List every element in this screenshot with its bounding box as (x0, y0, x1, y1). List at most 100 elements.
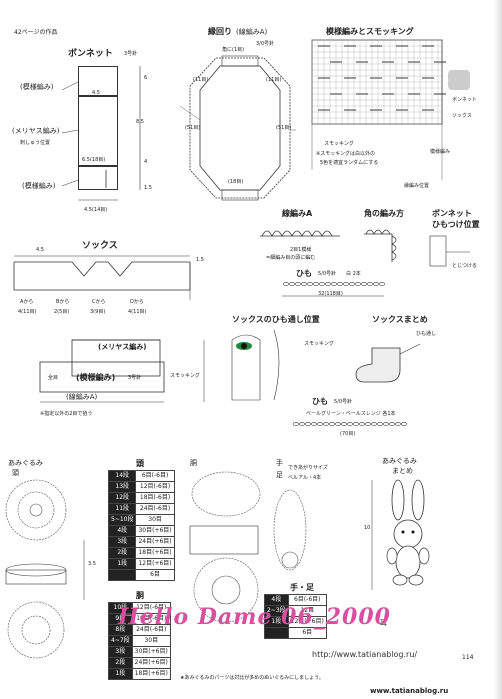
corner-title: 角の編み方 (364, 209, 404, 218)
bonnet-dim-h: 1.5 (144, 185, 152, 191)
amigurumi-sub: 頭 (12, 469, 19, 477)
body-label: 胴 (190, 459, 197, 467)
edging-note3-right: (51目) (276, 125, 292, 131)
socks-stitch-d: Dから (130, 299, 144, 305)
smocking-desc2: 5色を適宜ランダムにする (320, 160, 379, 166)
bonnet-pattern-label: (模様編み) (20, 83, 54, 91)
string-qty: 白 2本 (346, 271, 361, 277)
edging-note3: (51目) (185, 125, 201, 131)
line-a-note1: 2目1模様 (290, 247, 312, 253)
string2-length: (70目) (340, 431, 356, 437)
socks-label-top: (メリヤス編み) (98, 343, 147, 351)
socks-needle: 3号針 (128, 375, 142, 381)
bottom-url[interactable]: www.tatianablog.ru (370, 687, 449, 695)
socks-title: ソックス (82, 241, 118, 251)
socks-dim2: 1.5 (196, 257, 204, 263)
amigurumi-title: あみぐるみ (8, 459, 43, 467)
bonnet-bottom-block (78, 166, 118, 190)
smocking-title: 模様編みとスモッキング (326, 27, 414, 36)
edging-note1: 角に(1目) (222, 47, 245, 53)
bonnet-stitches-mid: 6.5(18目) (82, 157, 106, 163)
socks-stitch-c: Cから (92, 299, 106, 305)
footer-note: ★あみぐるみのパーツは対比が多めのぬいぐるみにしましょう。 (180, 675, 324, 681)
page-ref: 42ページの作品 (14, 29, 58, 36)
edging-note5: (11目) (266, 77, 282, 83)
hand-note: できあがりサイズ (288, 465, 328, 471)
socks-dim1: 4.5 (36, 247, 44, 253)
socks-finish-label: ひも通し (416, 331, 437, 337)
socks-finish-title: ソックスまとめ (372, 315, 428, 324)
smocking-label-edge: 縁編み位置 (404, 183, 430, 189)
bonnet-needle: 3号針 (124, 51, 138, 57)
smocking-label-pattern: 模様編み (430, 149, 451, 155)
row-label (107, 569, 137, 581)
smocking-note: スモッキング (324, 141, 354, 147)
tie-title1: ボンネット (432, 209, 472, 218)
smocking-desc1: ※スモッキングは白以外の (316, 151, 376, 157)
foot-label: 足 (276, 471, 283, 479)
blog-url[interactable]: http://www.tatianablog.ru/ (312, 650, 418, 659)
row-value: 18目(+6目) (131, 668, 171, 680)
edging-needle: 3/0号針 (256, 41, 275, 47)
socks-note: ※指定以外の2目で拾う (40, 411, 93, 417)
bunny-dim: 10 (364, 525, 371, 531)
socks-pick-c: 3(9目) (90, 309, 106, 315)
row-value: 12目(+6目) (135, 558, 175, 570)
page-number: 114 (462, 654, 474, 661)
bonnet-stockinette-label: (メリヤス編み) (12, 127, 60, 135)
colored-swatch (448, 70, 470, 90)
string2-title: ひも (312, 397, 328, 406)
line-a-note2: =細編み目の頭に編む (266, 255, 316, 261)
hand-table-title: 手・足 (290, 583, 314, 592)
string-needle: 5/0号針 (318, 271, 337, 277)
ear-label: 耳 (380, 619, 387, 627)
socks-label-center: 全目 (48, 375, 59, 381)
bonnet-dim-top: 4.5 (92, 90, 100, 96)
bonnet-embroidery-label: 刺しゅう位置 (20, 140, 51, 146)
bonnet-stitches-bottom: 4.5(14目) (84, 207, 108, 213)
string-length: 32(118目) (318, 291, 343, 297)
edging-note4: (18目) (228, 179, 244, 185)
row-label (264, 627, 289, 639)
page-fold-shadow (494, 0, 502, 699)
finish-sub: まとめ (392, 467, 413, 475)
socks-tie-label: スモッキング (304, 341, 334, 347)
socks-pick-d: 4(11目) (128, 309, 147, 315)
line-a-title: 線編みA (282, 209, 313, 218)
socks-tie-title: ソックスのひも通し位置 (232, 315, 320, 324)
foot-note: ベルアル・4本 (288, 475, 322, 481)
socks-stitch-a: Aから (20, 299, 34, 305)
string-title: ひも (296, 269, 312, 278)
row-label: 5~10段 (107, 514, 137, 526)
bonnet-title: ボンネット (68, 49, 113, 59)
bonnet-pattern-label-2: (模様編み) (22, 182, 56, 190)
row-value: 6目 (287, 627, 327, 639)
bonnet-body (78, 96, 118, 166)
amigurumi-height: 3.5 (88, 561, 96, 567)
